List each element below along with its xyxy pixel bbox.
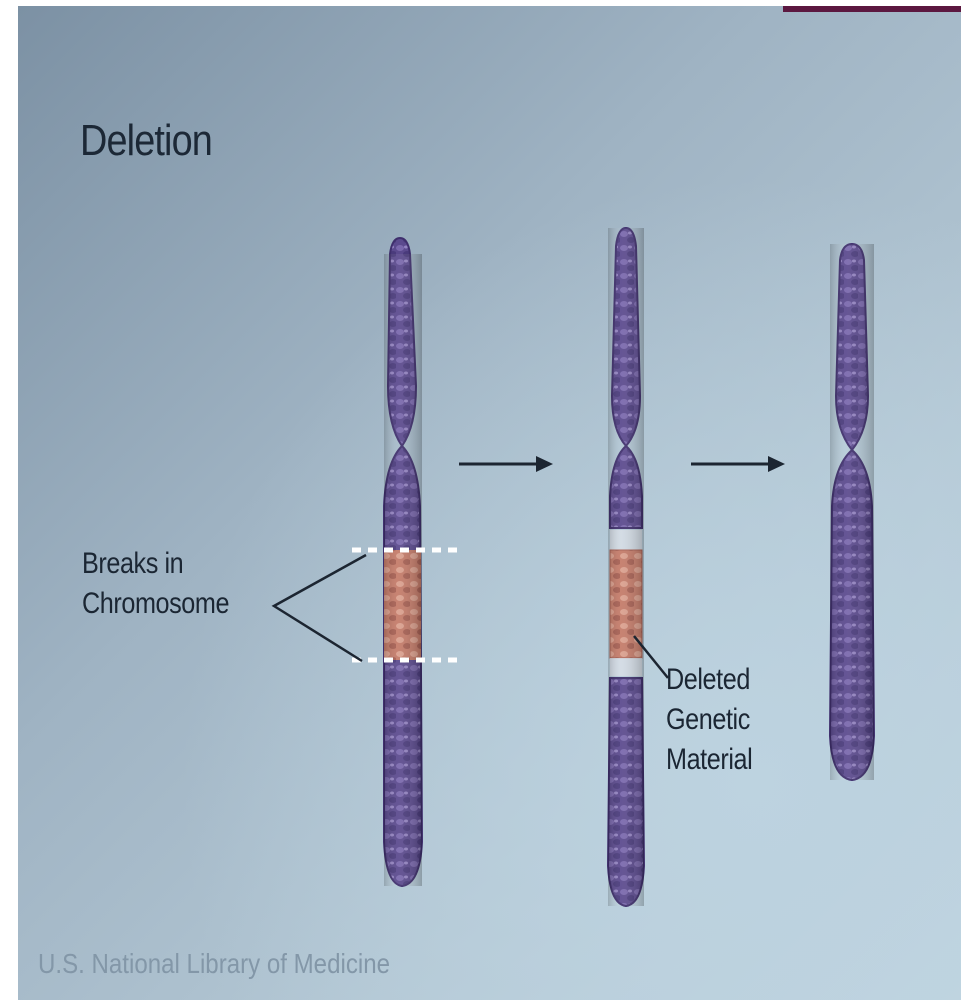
slide-title: Deletion	[80, 116, 212, 166]
deleted-label-line-2: Genetic	[666, 700, 752, 740]
chromosome-breaking	[608, 228, 644, 906]
chromosome-original	[352, 238, 458, 886]
arrow-step-2	[691, 456, 785, 472]
breaks-in-chromosome-label: Breaks in Chromosome	[82, 544, 229, 624]
slide: Deletion Breaks in Chromosome Deleted Ge…	[18, 6, 961, 1000]
deleted-label-line-1: Deleted	[666, 660, 752, 700]
arrow-step-1	[459, 456, 553, 472]
breaks-pointer-lines	[274, 555, 366, 661]
deleted-label-line-3: Material	[666, 740, 752, 780]
breaks-label-line-2: Chromosome	[82, 584, 229, 624]
breaks-label-line-1: Breaks in	[82, 544, 229, 584]
deleted-genetic-material-label: Deleted Genetic Material	[666, 660, 752, 780]
chromosome-result	[830, 244, 874, 780]
credit-watermark: U.S. National Library of Medicine	[38, 948, 390, 980]
